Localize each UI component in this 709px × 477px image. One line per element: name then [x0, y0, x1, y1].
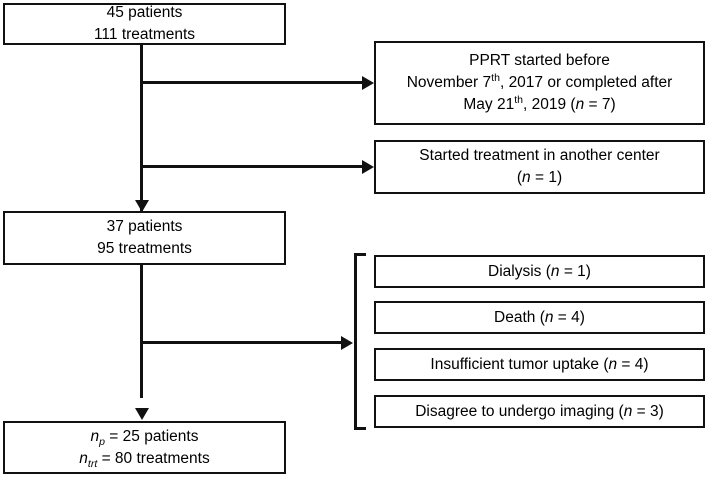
- exclusion-center-line2: (n = 1): [517, 167, 562, 189]
- branch-arrow-center: [362, 159, 374, 174]
- exclusion-uptake-n-symbol: n: [608, 355, 618, 373]
- exclusion-imaging-n-value: = 3): [632, 402, 664, 420]
- trunk-arrow-to-final: [134, 408, 149, 420]
- node-exclusion-timing: PPRT started before November 7th, 2017 o…: [374, 41, 705, 125]
- exclusion-death-label: Death (: [494, 308, 545, 326]
- branch-arrow-group: [341, 335, 353, 350]
- exclusion-timing-n-symbol: n: [575, 96, 585, 113]
- final-treatments-subscript: trt: [87, 457, 98, 470]
- exclusion-uptake-label: Insufficient tumor uptake (: [430, 355, 609, 373]
- branch-line-timing: [140, 81, 367, 84]
- exclusion-timing-date2-rest: , 2019 (: [523, 96, 576, 113]
- trunk-line-upper: [140, 44, 143, 220]
- final-patients-subscript: p: [99, 435, 105, 448]
- exclusion-timing-date1: November 7: [406, 74, 492, 91]
- exclusion-death-n-value: = 4): [553, 308, 585, 326]
- node-exclusion-imaging-refusal: Disagree to undergo imaging (n = 3): [374, 395, 705, 428]
- final-treatments-line: ntrt = 80 treatments: [79, 448, 209, 470]
- enrolled-patients-count: 45 patients: [106, 4, 183, 21]
- node-exclusion-other-center: Started treatment in another center (n =…: [374, 140, 705, 194]
- branch-line-center: [140, 165, 367, 168]
- exclusion-imaging-text: Disagree to undergo imaging (n = 3): [415, 401, 664, 423]
- node-exclusion-dialysis: Dialysis (n = 1): [374, 255, 705, 288]
- final-patients-value: = 25 patients: [104, 427, 199, 445]
- exclusion-imaging-label: Disagree to undergo imaging (: [415, 402, 624, 420]
- exclusion-imaging-n-symbol: n: [623, 402, 633, 420]
- exclusion-dialysis-label: Dialysis (: [488, 262, 551, 280]
- final-patients-line: np = 25 patients: [91, 426, 199, 448]
- trunk-arrow-to-remaining: [134, 200, 149, 212]
- exclusion-timing-line3: May 21th, 2019 (n = 7): [463, 94, 615, 116]
- node-enrolled-cohort: 45 patients 111 treatments: [3, 3, 286, 45]
- exclusion-timing-line2: November 7th, 2017 or completed after: [407, 72, 673, 94]
- exclusion-timing-date2: May 21: [463, 96, 515, 113]
- node-exclusion-tumor-uptake: Insufficient tumor uptake (n = 4): [374, 348, 705, 381]
- exclusion-dialysis-text: Dialysis (n = 1): [488, 261, 591, 283]
- final-treatments-n-symbol: n: [79, 449, 88, 467]
- exclusion-dialysis-n-value: = 1): [559, 262, 591, 280]
- exclusion-center-n-symbol: n: [522, 169, 531, 186]
- node-remaining-cohort: 37 patients 95 treatments: [3, 211, 286, 265]
- exclusion-uptake-text: Insufficient tumor uptake (n = 4): [430, 354, 648, 376]
- node-final-cohort: np = 25 patients ntrt = 80 treatments: [3, 421, 286, 474]
- branch-arrow-timing: [362, 75, 374, 90]
- enrolled-treatments-count: 111 treatments: [93, 26, 196, 43]
- exclusion-dialysis-n-symbol: n: [550, 262, 560, 280]
- remaining-patients-count: 37 patients: [106, 218, 183, 235]
- exclusion-timing-line1: PPRT started before: [469, 52, 610, 69]
- trunk-line-lower: [140, 265, 143, 398]
- exclusion-death-n-symbol: n: [544, 308, 554, 326]
- exclusion-center-paren-open: (: [516, 169, 523, 186]
- exclusion-timing-ordinal2: th: [514, 93, 523, 106]
- final-patients-n-symbol: n: [90, 427, 100, 445]
- exclusion-uptake-n-value: = 4): [617, 355, 649, 373]
- branch-line-group: [140, 341, 345, 344]
- remaining-treatments-count: 95 treatments: [97, 240, 192, 257]
- exclusion-timing-ordinal1: th: [491, 71, 500, 84]
- exclusion-timing-n-value: = 7): [584, 96, 616, 113]
- final-treatments-value: = 80 treatments: [97, 449, 210, 467]
- exclusion-center-n-value: = 1): [530, 169, 563, 186]
- exclusion-group-bracket: [354, 253, 366, 430]
- exclusion-center-line1: Started treatment in another center: [419, 147, 660, 164]
- exclusion-death-text: Death (n = 4): [494, 307, 585, 329]
- node-exclusion-death: Death (n = 4): [374, 301, 705, 334]
- exclusion-timing-date1-rest: , 2017 or completed after: [499, 74, 673, 91]
